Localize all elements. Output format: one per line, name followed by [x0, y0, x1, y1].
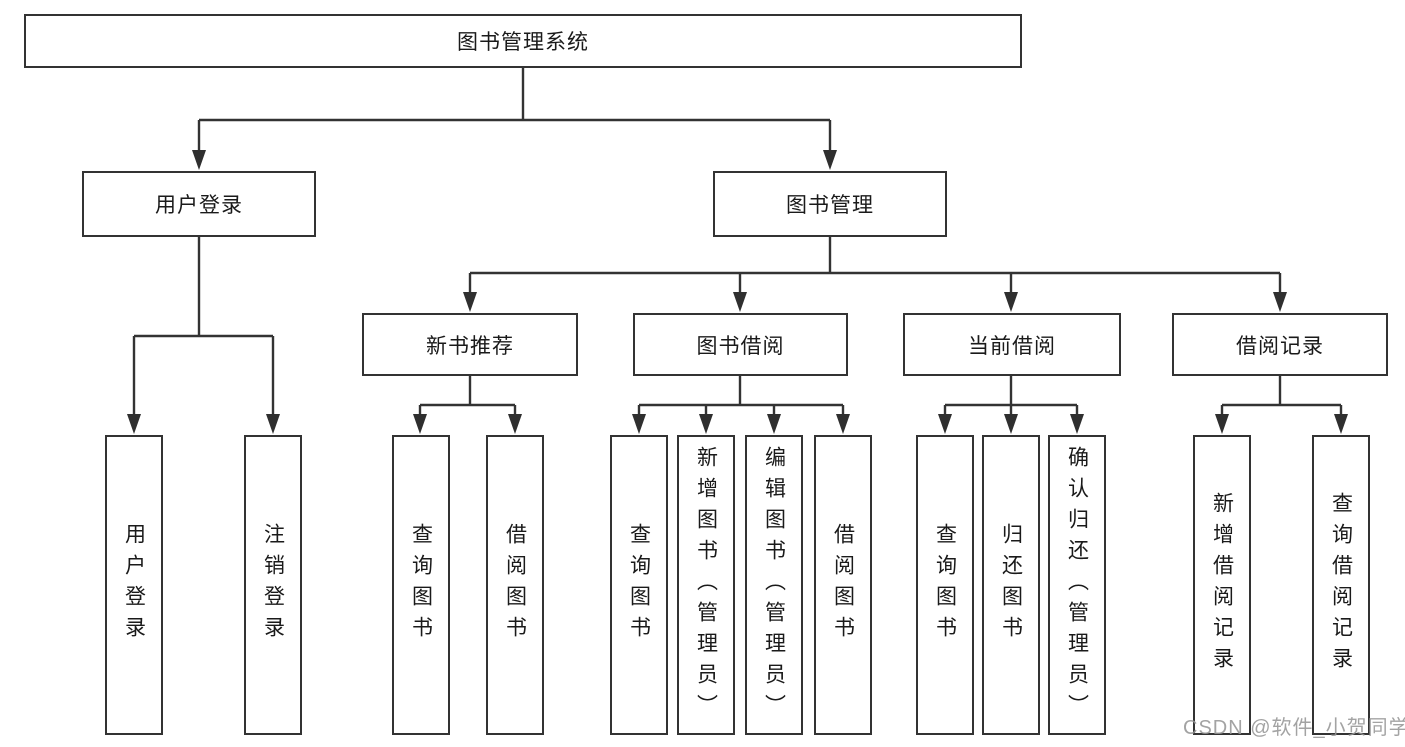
- leaf-bb-query-books: 查询图书: [610, 435, 668, 735]
- arrow-down-icon: [767, 414, 781, 434]
- arrow-down-icon: [938, 414, 952, 434]
- csdn-watermark: CSDN @软件_小贺同学: [1183, 717, 1405, 739]
- leaf-br-query-record-label: 查询借阅记录: [1329, 492, 1353, 678]
- node-current-borrowing-label: 当前借阅: [968, 334, 1056, 358]
- leaf-bb-edit-books-admin: 编辑图书（管理员）: [745, 435, 803, 735]
- leaf-bb-borrow-books-label: 借阅图书: [831, 523, 855, 647]
- arrow-down-icon: [192, 150, 206, 170]
- leaf-nbr-borrow-books: 借阅图书: [486, 435, 544, 735]
- leaf-logout: 注销登录: [244, 435, 302, 735]
- node-user-login-label: 用户登录: [155, 194, 243, 217]
- leaf-cb-confirm-return-admin-label: 确认归还（管理员）: [1065, 445, 1089, 725]
- leaf-bb-add-books-admin: 新增图书（管理员）: [677, 435, 735, 735]
- arrow-down-icon: [1334, 414, 1348, 434]
- arrow-down-icon: [1004, 292, 1018, 312]
- node-book-management-label: 图书管理: [786, 194, 874, 217]
- arrow-down-icon: [508, 414, 522, 434]
- tree-edges: [132, 68, 1343, 420]
- node-root: 图书管理系统: [24, 14, 1022, 68]
- leaf-nbr-query-books: 查询图书: [392, 435, 450, 735]
- arrow-down-icon: [836, 414, 850, 434]
- leaf-cb-return-books: 归还图书: [982, 435, 1040, 735]
- node-user-login: 用户登录: [82, 171, 316, 237]
- arrow-down-icon: [1215, 414, 1229, 434]
- arrow-down-icon: [413, 414, 427, 434]
- arrow-down-icon: [699, 414, 713, 434]
- arrow-down-icon: [1004, 414, 1018, 434]
- leaf-bb-edit-books-admin-label: 编辑图书（管理员）: [762, 445, 786, 725]
- arrow-down-icon: [1070, 414, 1084, 434]
- leaf-cb-confirm-return-admin: 确认归还（管理员）: [1048, 435, 1106, 735]
- leaf-user-login: 用户登录: [105, 435, 163, 735]
- arrow-down-icon: [266, 414, 280, 434]
- leaf-cb-query-books-label: 查询图书: [933, 523, 957, 647]
- leaf-cb-query-books: 查询图书: [916, 435, 974, 735]
- arrow-down-icon: [632, 414, 646, 434]
- leaf-bb-borrow-books: 借阅图书: [814, 435, 872, 735]
- node-book-borrowing-label: 图书借阅: [696, 334, 785, 358]
- arrow-down-icon: [823, 150, 837, 170]
- node-borrow-records-label: 借阅记录: [1236, 334, 1324, 358]
- arrowheads: [127, 150, 1348, 434]
- leaf-br-add-record: 新增借阅记录: [1193, 435, 1251, 735]
- node-current-borrowing: 当前借阅: [903, 313, 1121, 376]
- leaf-br-query-record: 查询借阅记录: [1312, 435, 1370, 735]
- node-root-label: 图书管理系统: [457, 31, 589, 54]
- node-new-book-recommend: 新书推荐: [362, 313, 578, 376]
- leaf-logout-label: 注销登录: [261, 523, 285, 647]
- node-borrow-records: 借阅记录: [1172, 313, 1388, 376]
- node-book-borrowing: 图书借阅: [633, 313, 848, 376]
- arrow-down-icon: [463, 292, 477, 312]
- leaf-bb-query-books-label: 查询图书: [627, 523, 651, 647]
- leaf-nbr-query-books-label: 查询图书: [409, 523, 433, 647]
- arrow-down-icon: [733, 292, 747, 312]
- arrow-down-icon: [1273, 292, 1287, 312]
- leaf-cb-return-books-label: 归还图书: [999, 523, 1023, 647]
- leaf-bb-add-books-admin-label: 新增图书（管理员）: [694, 445, 718, 725]
- arrow-down-icon: [127, 414, 141, 434]
- leaf-user-login-label: 用户登录: [122, 523, 146, 647]
- node-new-book-recommend-label: 新书推荐: [426, 334, 514, 358]
- node-book-management: 图书管理: [713, 171, 947, 237]
- leaf-nbr-borrow-books-label: 借阅图书: [503, 523, 527, 647]
- leaf-br-add-record-label: 新增借阅记录: [1210, 492, 1234, 678]
